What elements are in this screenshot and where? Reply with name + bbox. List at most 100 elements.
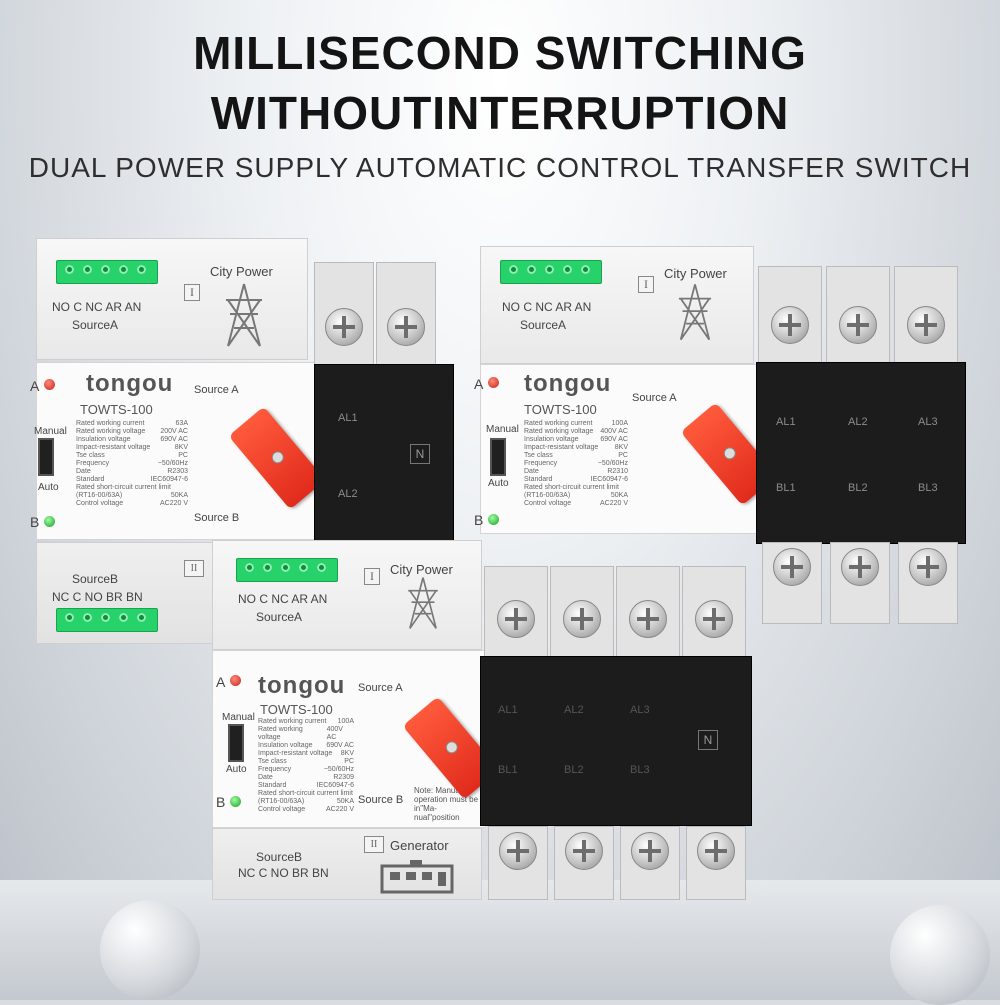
source-b-name: SourceB [256, 850, 303, 864]
terminal-label-al2: AL2 [564, 704, 584, 716]
manual-auto-toggle[interactable] [490, 438, 506, 476]
manual-label: Manual [222, 712, 255, 723]
sphere-right [890, 905, 990, 1005]
terminals-a-label: NO C NC AR AN [502, 300, 592, 314]
generator-label: Generator [390, 838, 449, 853]
auto-label: Auto [38, 482, 59, 493]
manual-label: Manual [34, 426, 67, 437]
terminal-label-bl1: BL1 [776, 482, 796, 494]
power-tower-icon [678, 284, 712, 341]
roman-2-mark: II [364, 836, 384, 853]
led-a-label: A [474, 376, 484, 392]
terminals-b-label: NC C NO BR BN [52, 590, 143, 604]
source-a-label: Source A [194, 384, 239, 396]
power-tower-icon [408, 577, 438, 629]
led-a-indicator [488, 377, 499, 388]
source-b-name: SourceB [72, 572, 119, 586]
led-a-indicator [44, 379, 55, 390]
source-b-label: Source B [358, 794, 404, 806]
manual-auto-toggle[interactable] [228, 724, 244, 762]
model-label: TOWTS-100 [260, 702, 333, 717]
led-a-indicator [230, 675, 241, 686]
terminal-cover [314, 364, 454, 542]
roman-1-mark: I [364, 568, 380, 585]
roman-1-mark: I [638, 276, 654, 293]
terminal-screw [325, 308, 363, 346]
terminal-screw [563, 600, 601, 638]
sphere-left [100, 900, 200, 1000]
terminal-screw [697, 832, 735, 870]
device-top-housing [36, 238, 308, 360]
device-bottom-housing [212, 828, 482, 900]
led-b-indicator [44, 516, 55, 527]
terminal-label-bl1: BL1 [498, 764, 518, 776]
terminals-a-label: NO C NC AR AN [238, 592, 328, 606]
manual-auto-toggle[interactable] [38, 438, 54, 476]
source-b-label: Source B [194, 512, 240, 524]
terminal-screw [907, 306, 945, 344]
headline-line-1: MILLISECOND SWITCHING [193, 27, 807, 79]
manual-label: Manual [486, 424, 519, 435]
terminal-screw [387, 308, 425, 346]
terminal-label-al1: AL1 [338, 412, 358, 424]
auto-label: Auto [226, 764, 247, 775]
terminal-label-al3: AL3 [630, 704, 650, 716]
city-power-label: City Power [390, 562, 453, 577]
auto-label: Auto [488, 478, 509, 489]
source-a-name: SourceA [256, 610, 303, 624]
source-a-name: SourceA [520, 318, 567, 332]
led-b-indicator [488, 514, 499, 525]
terminal-strip-a [236, 558, 338, 582]
source-a-label: Source A [632, 392, 677, 404]
source-a-name: SourceA [72, 318, 119, 332]
terminal-screw [497, 600, 535, 638]
device-3-pole: NO C NC AR AN SourceA City Power I A ton… [474, 246, 970, 642]
terminal-screw [629, 600, 667, 638]
terminal-screw [771, 306, 809, 344]
terminal-label-al1: AL1 [498, 704, 518, 716]
neutral-marker: N [698, 730, 718, 750]
neutral-marker: N [410, 444, 430, 464]
roman-2-mark: II [184, 560, 204, 577]
led-b-label: B [474, 512, 484, 528]
terminal-label-al2: AL2 [848, 416, 868, 428]
power-tower-icon [226, 283, 262, 347]
brand-logo: tongou [86, 370, 174, 397]
brand-logo: tongou [258, 672, 346, 699]
pole-column-3 [616, 566, 680, 660]
device-4-pole: NO C NC AR AN SourceA City Power I A ton… [212, 540, 752, 900]
terminals-a-label: NO C NC AR AN [52, 300, 142, 314]
terminal-label-bl2: BL2 [564, 764, 584, 776]
pole-column-1 [758, 266, 822, 368]
headline-line-2: WITHOUTINTERRUPTION [210, 87, 790, 139]
terminal-label-bl3: BL3 [918, 482, 938, 494]
terminal-screw [631, 832, 669, 870]
source-a-label: Source A [358, 682, 403, 694]
model-label: TOWTS-100 [80, 402, 153, 417]
terminal-label-al1: AL1 [776, 416, 796, 428]
terminal-cover [756, 362, 966, 544]
led-b-label: B [216, 794, 226, 810]
led-a-label: A [216, 674, 226, 690]
terminal-strip-b [56, 608, 158, 632]
led-b-label: B [30, 514, 40, 530]
terminal-label-al2: AL2 [338, 488, 358, 500]
terminal-label-al3: AL3 [918, 416, 938, 428]
model-label: TOWTS-100 [524, 402, 597, 417]
led-a-label: A [30, 378, 40, 394]
headline-subline: DUAL POWER SUPPLY AUTOMATIC CONTROL TRAN… [28, 152, 972, 183]
terminal-screw [695, 600, 733, 638]
terminal-screw [565, 832, 603, 870]
led-b-indicator [230, 796, 241, 807]
device-2-pole: NO C NC AR AN SourceA City Power I A ton… [30, 238, 456, 644]
terminal-strip-a [500, 260, 602, 284]
terminal-screw [773, 548, 811, 586]
terminal-screw [841, 548, 879, 586]
terminals-b-label: NC C NO BR BN [238, 866, 329, 880]
city-power-label: City Power [664, 266, 727, 281]
terminal-label-bl2: BL2 [848, 482, 868, 494]
manual-note: Note: Manual operation must be in"Ma-nua… [414, 786, 479, 822]
